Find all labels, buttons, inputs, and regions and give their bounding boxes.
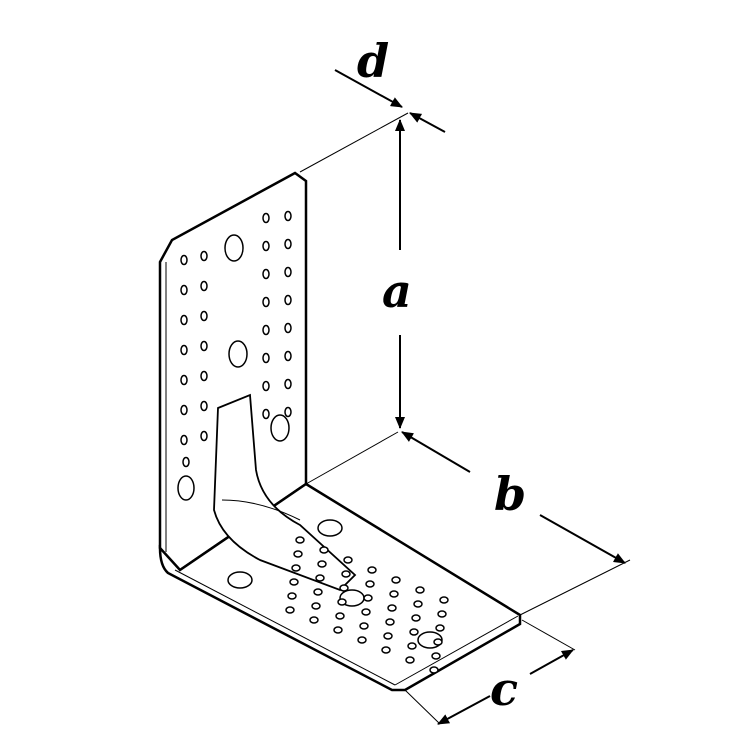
- hole: [284, 238, 292, 250]
- hole: [309, 616, 319, 624]
- hole: [180, 284, 188, 296]
- hole: [365, 580, 375, 588]
- hole: [200, 400, 208, 412]
- hole: [285, 606, 295, 614]
- hole: [367, 566, 377, 574]
- hole: [413, 600, 423, 608]
- hole: [317, 560, 327, 568]
- hole: [315, 574, 325, 582]
- hole: [429, 666, 439, 674]
- hole: [200, 370, 208, 382]
- stiffener-rib: [213, 393, 357, 592]
- hole: [319, 546, 329, 554]
- hole: [343, 556, 353, 564]
- label-b: b: [494, 467, 526, 521]
- hole: [411, 614, 421, 622]
- hole: [284, 378, 292, 390]
- hole: [335, 612, 345, 620]
- hole: [313, 588, 323, 596]
- hole: [180, 404, 188, 416]
- hole: [284, 322, 292, 334]
- hole: [311, 602, 321, 610]
- hole: [381, 646, 391, 654]
- hole: [182, 456, 190, 468]
- dim-b-left: [401, 431, 471, 473]
- hole-pattern: [177, 210, 449, 674]
- hole: [224, 234, 244, 262]
- hole: [270, 414, 290, 442]
- hole: [180, 314, 188, 326]
- hole: [262, 324, 270, 336]
- hole: [361, 608, 371, 616]
- hole: [357, 636, 367, 644]
- hole: [262, 296, 270, 308]
- label-c: c: [490, 662, 518, 716]
- dim-d-left: [334, 69, 403, 108]
- hole: [293, 550, 303, 558]
- hole: [284, 406, 292, 418]
- hole: [431, 652, 441, 660]
- label-d: d: [357, 34, 389, 88]
- hole: [389, 590, 399, 598]
- hole: [200, 250, 208, 262]
- hole: [177, 475, 195, 501]
- hole: [180, 254, 188, 266]
- hole: [227, 571, 253, 589]
- hole: [385, 618, 395, 626]
- hole: [200, 430, 208, 442]
- hole: [284, 210, 292, 222]
- hole: [262, 240, 270, 252]
- hole: [295, 536, 305, 544]
- hole: [200, 310, 208, 322]
- hole: [262, 352, 270, 364]
- hole: [289, 578, 299, 586]
- label-a: a: [382, 264, 412, 318]
- dim-d-right: [409, 112, 446, 133]
- hole: [339, 584, 349, 592]
- hole: [439, 596, 449, 604]
- hole: [391, 576, 401, 584]
- hole: [200, 280, 208, 292]
- hole: [337, 598, 347, 606]
- hole: [262, 380, 270, 392]
- dim-b-right: [539, 514, 626, 564]
- hole: [433, 638, 443, 646]
- hole: [435, 624, 445, 632]
- hole: [387, 604, 397, 612]
- hole: [180, 344, 188, 356]
- hole: [284, 294, 292, 306]
- hole: [415, 586, 425, 594]
- hole: [405, 656, 415, 664]
- hole: [363, 594, 373, 602]
- hole: [180, 434, 188, 446]
- hole: [228, 340, 248, 368]
- hole: [359, 622, 369, 630]
- hole: [262, 268, 270, 280]
- hole: [291, 564, 301, 572]
- hole: [262, 212, 270, 224]
- hole: [284, 350, 292, 362]
- dim-c-right: [529, 649, 574, 675]
- dim-c-left: [437, 695, 491, 725]
- hole: [341, 570, 351, 578]
- hole: [284, 266, 292, 278]
- dimension-lines: [334, 69, 626, 725]
- hole: [200, 340, 208, 352]
- hole: [317, 519, 343, 537]
- hole: [180, 374, 188, 386]
- hole: [287, 592, 297, 600]
- hole: [407, 642, 417, 650]
- hole: [437, 610, 447, 618]
- hole: [409, 628, 419, 636]
- hole: [383, 632, 393, 640]
- hole: [262, 408, 270, 420]
- extension-lines: [299, 112, 631, 725]
- hole: [333, 626, 343, 634]
